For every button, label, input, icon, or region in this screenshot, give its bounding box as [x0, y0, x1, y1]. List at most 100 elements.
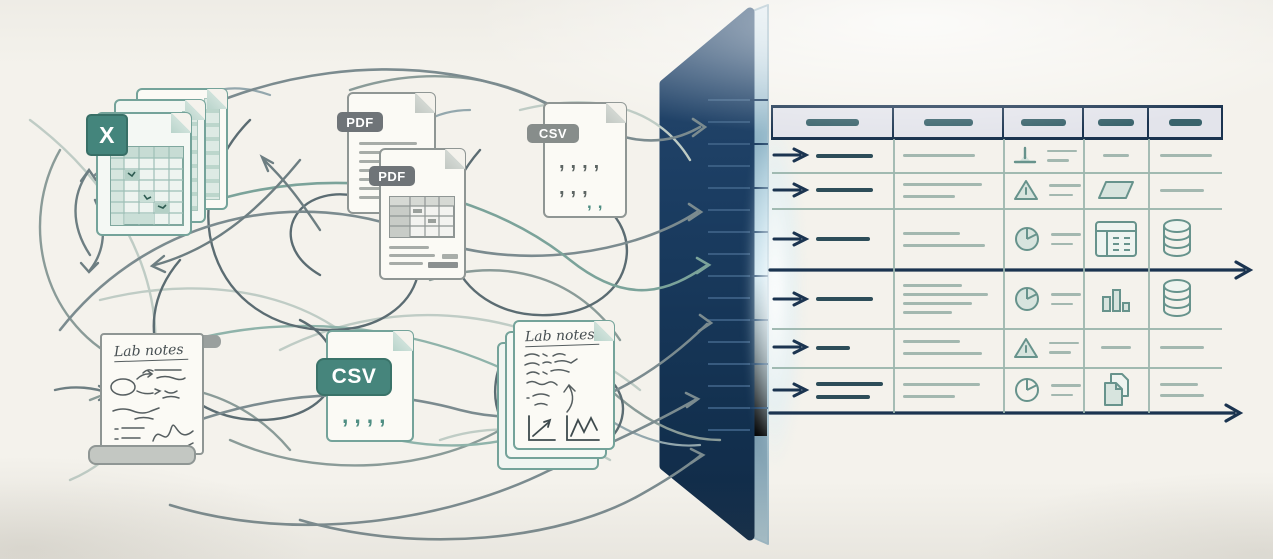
- row-text-bar: [903, 311, 952, 314]
- row-text-bar: [903, 154, 975, 157]
- excel-stack: X: [86, 88, 250, 248]
- table-column-divider: [1083, 139, 1085, 413]
- row-note-bar: [1051, 242, 1073, 245]
- perpendicular-icon: [1013, 146, 1037, 166]
- labnotes2-front-page: Lab notes: [513, 320, 615, 450]
- table-row-separator: [772, 328, 1222, 330]
- long-output-arrows: [768, 260, 1254, 423]
- row-label-bar: [816, 381, 883, 386]
- bar-chart-icon: [1100, 284, 1132, 314]
- pdf1-badge-label: PDF: [346, 114, 374, 130]
- row-label-bar: [816, 188, 873, 192]
- csv1-commas-row3: ,,: [587, 193, 609, 212]
- row-text-bar: [903, 293, 988, 296]
- table-row-separator: [772, 367, 1222, 369]
- csv2-badge: CSV: [316, 358, 392, 396]
- row-label-bar: [816, 237, 870, 241]
- header-cell-bar: [1168, 119, 1202, 126]
- row-ref-bar: [1160, 346, 1204, 349]
- csv1-commas-row2: ,,,: [559, 177, 594, 199]
- pdf2-badge: PDF: [369, 166, 415, 186]
- row-text-bar: [903, 382, 980, 386]
- header-cell-bar: [1020, 119, 1066, 126]
- row-text-bar: [903, 182, 982, 186]
- table-column-divider: [1003, 139, 1005, 413]
- csv1-badge: CSV: [527, 124, 579, 143]
- row-text-bar: [903, 243, 985, 247]
- header-cell-bar: [923, 119, 973, 126]
- row-label-bar: [816, 153, 873, 158]
- triangle-icon: [1013, 179, 1039, 201]
- header-cell-bar: [1097, 119, 1134, 126]
- pdf2-badge-label: PDF: [378, 168, 406, 184]
- scroll-bottom-roll: [88, 445, 196, 465]
- csv1-page: ,,,, ,,, ,,: [543, 102, 627, 218]
- pdf2-table: [389, 196, 455, 238]
- lab-notes-1: Lab notes: [88, 333, 221, 468]
- spreadsheet-icon: [1094, 220, 1138, 258]
- csv2-badge-label: CSV: [331, 365, 377, 388]
- pie-icon: [1013, 285, 1041, 313]
- copy-pages-icon: [1100, 372, 1132, 408]
- row-ref-bar: [1160, 154, 1212, 157]
- table-header-divider: [771, 106, 773, 139]
- header-cell-bar: [806, 119, 859, 126]
- triangle-icon: [1013, 337, 1039, 359]
- lab-notes-2: Lab notes: [497, 318, 617, 470]
- csv1-commas-row1: ,,,,: [559, 151, 606, 173]
- csv2-commas: ,,,,: [342, 402, 392, 428]
- pie-icon: [1013, 225, 1041, 253]
- row-note-bar: [1051, 293, 1081, 296]
- row-ref-bar: [1160, 394, 1204, 397]
- structured-table: [771, 105, 1223, 413]
- table-header-divider: [1147, 106, 1149, 139]
- row-note-bar: [1047, 159, 1069, 162]
- row-note-bar: [1049, 351, 1071, 354]
- row-text-bar: [903, 394, 955, 398]
- table-header-divider: [1002, 106, 1004, 139]
- table-row-separator: [772, 172, 1222, 174]
- row-note-bar: [1049, 193, 1073, 196]
- row-text-bar: [903, 340, 960, 343]
- row-label-bar: [816, 394, 870, 399]
- table-header-bottom-border: [771, 137, 1223, 140]
- pdf1-badge: PDF: [337, 112, 383, 132]
- row-note-bar: [1047, 149, 1077, 152]
- row-text-bar: [903, 284, 962, 287]
- table-column-divider: [893, 139, 895, 413]
- row-value-bar: [1102, 154, 1129, 157]
- row-note-bar: [1049, 341, 1079, 344]
- row-note-bar: [1051, 302, 1073, 305]
- row-label-bar: [816, 345, 850, 350]
- pdf-doc-2: PDF: [369, 148, 479, 288]
- labnotes1-page: Lab notes: [100, 333, 204, 455]
- database-icon: [1160, 278, 1194, 320]
- pie-outline-icon: [1013, 376, 1041, 404]
- table-header-top-border: [771, 105, 1223, 108]
- table-header-divider: [1221, 106, 1223, 139]
- csv-doc-2: ,,,, CSV: [316, 330, 426, 445]
- csv1-badge-label: CSV: [538, 126, 568, 141]
- row-text-bar: [903, 194, 955, 198]
- excel-badge: X: [86, 114, 128, 156]
- table-header-divider: [892, 106, 894, 139]
- excel-badge-label: X: [99, 121, 115, 148]
- row-value-bar: [1100, 346, 1131, 349]
- row-text-bar: [903, 352, 982, 355]
- csv-doc-1: ,,,, ,,, ,, CSV: [527, 102, 643, 222]
- excel-front-page: [96, 112, 192, 236]
- row-note-bar: [1049, 184, 1081, 187]
- labnotes1-scribbles: [110, 369, 194, 451]
- row-ref-bar: [1160, 383, 1198, 386]
- row-arrows: [772, 147, 810, 398]
- parallelogram-icon: [1097, 180, 1135, 200]
- pdf2-page: [379, 148, 466, 280]
- row-text-bar: [903, 302, 972, 305]
- row-text-bar: [903, 231, 960, 235]
- table-header-divider: [1082, 106, 1084, 139]
- excel-grid: [110, 146, 184, 226]
- row-note-bar: [1051, 384, 1081, 387]
- database-icon: [1160, 218, 1194, 260]
